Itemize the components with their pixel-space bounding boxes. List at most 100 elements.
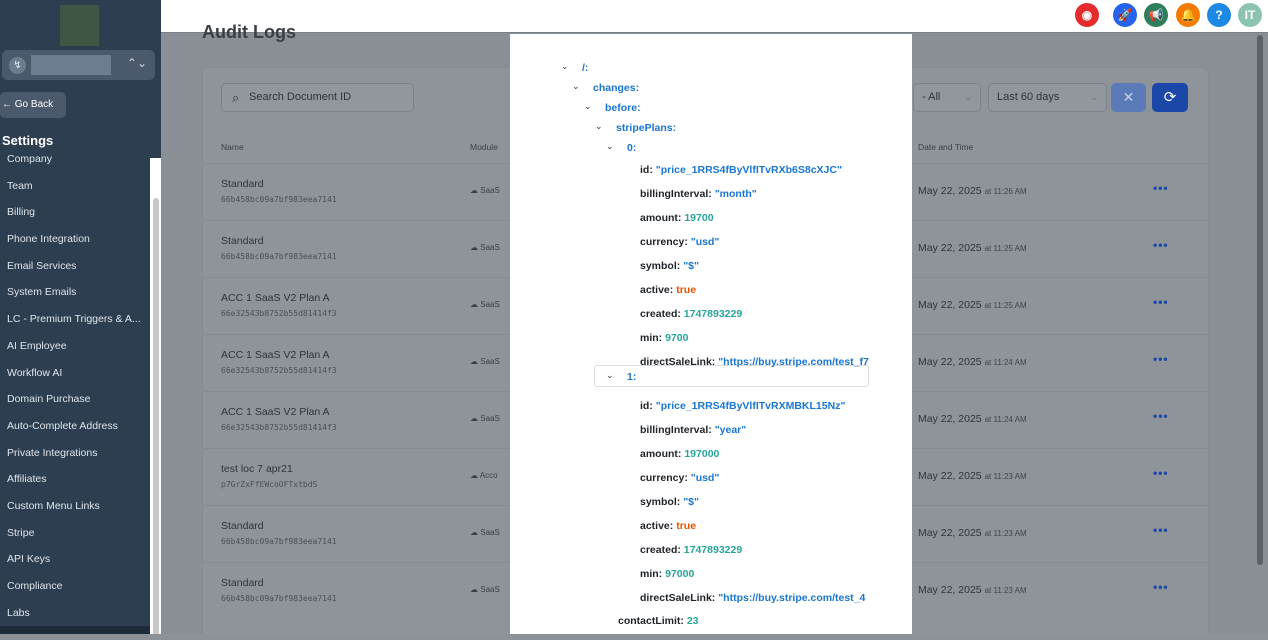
row-date: May 22, 2025 at 11:25 AM bbox=[918, 242, 1027, 254]
sidebar-item-workflow-ai[interactable]: Workflow AI bbox=[7, 366, 63, 379]
sidebar-item-ai-employee[interactable]: AI Employee bbox=[7, 339, 67, 352]
tree-leaf: symbol: "$" bbox=[640, 494, 699, 510]
tree-leaf: symbol: "$" bbox=[640, 258, 699, 274]
chevron-down-icon[interactable]: ⌄ bbox=[595, 121, 603, 131]
sidebar-item-stripe[interactable]: Stripe bbox=[7, 526, 35, 539]
tree-key: symbol: bbox=[640, 260, 681, 272]
chevron-down-icon[interactable]: ⌄ bbox=[606, 141, 614, 151]
tree-leaf: directSaleLink: "https://buy.stripe.com/… bbox=[640, 590, 865, 606]
row-module: ☁ SaaS bbox=[470, 357, 500, 366]
chevron-down-icon[interactable]: ⌄ bbox=[606, 370, 614, 380]
tree-leaf: contactLimit: 23 bbox=[618, 613, 699, 629]
sidebar-item-api-keys[interactable]: API Keys bbox=[7, 553, 51, 566]
row-module-label: SaaS bbox=[480, 186, 500, 195]
sidebar-item-custom-menu-links[interactable]: Custom Menu Links bbox=[7, 499, 100, 512]
page-scrollbar[interactable] bbox=[1253, 33, 1268, 640]
top-bar: ◉ 🚀 📢 🔔? IT bbox=[161, 0, 1268, 33]
row-time-value: at 11:23 AM bbox=[984, 586, 1027, 595]
row-document-name: Standard bbox=[221, 235, 264, 247]
bell-icon[interactable]: 🔔 bbox=[1176, 3, 1200, 27]
location-switcher[interactable]: ↯ ⌃⌄ bbox=[2, 50, 155, 80]
avatar[interactable]: IT bbox=[1238, 3, 1262, 27]
tree-key: before: bbox=[605, 102, 641, 114]
row-date: May 22, 2025 at 11:24 AM bbox=[918, 356, 1027, 368]
sidebar-item-private-integrations[interactable]: Private Integrations bbox=[7, 446, 98, 459]
tree-key: id: bbox=[640, 400, 653, 412]
tree-node[interactable]: before: bbox=[605, 100, 641, 116]
tree-leaf: currency: "usd" bbox=[640, 470, 719, 486]
chevron-down-icon[interactable]: ⌄ bbox=[572, 81, 580, 91]
row-actions-menu[interactable]: ••• bbox=[1153, 238, 1169, 252]
help-icon[interactable]: ? bbox=[1207, 3, 1231, 27]
row-date-value: May 22, 2025 bbox=[918, 299, 982, 311]
row-date-value: May 22, 2025 bbox=[918, 527, 982, 539]
tree-node[interactable]: 1: bbox=[627, 369, 636, 385]
clear-filters-button[interactable]: ✕ bbox=[1111, 83, 1146, 112]
row-document-name: Standard bbox=[221, 520, 264, 532]
tree-key: currency: bbox=[640, 472, 688, 484]
row-module-label: SaaS bbox=[480, 243, 500, 252]
row-date-value: May 22, 2025 bbox=[918, 413, 982, 425]
row-actions-menu[interactable]: ••• bbox=[1153, 409, 1169, 423]
sidebar-item-system-emails[interactable]: System Emails bbox=[7, 286, 77, 299]
tree-node[interactable]: 0: bbox=[627, 140, 636, 156]
megaphone-icon[interactable]: 📢 bbox=[1144, 3, 1168, 27]
row-actions-menu[interactable]: ••• bbox=[1153, 466, 1169, 480]
tree-value: 1747893229 bbox=[683, 544, 743, 556]
tree-value: "usd" bbox=[690, 236, 720, 248]
sidebar-item-lc-premium-triggers-a[interactable]: LC - Premium Triggers & A... bbox=[7, 313, 141, 326]
row-module-label: SaaS bbox=[480, 357, 500, 366]
row-date: May 22, 2025 at 11:26 AM bbox=[918, 185, 1027, 197]
compass-icon[interactable]: ◉ bbox=[1075, 3, 1099, 27]
row-module: ☁ SaaS bbox=[470, 414, 500, 423]
module-filter[interactable]: - All ⌄ bbox=[913, 83, 981, 112]
row-actions-menu[interactable]: ••• bbox=[1153, 352, 1169, 366]
row-document-id: 66e32543b8752b55d81414f3 bbox=[221, 309, 337, 318]
tree-value: true bbox=[676, 520, 697, 532]
tree-leaf: id: "price_1RRS4fByVlfITvRXMBKL15Nz" bbox=[640, 398, 845, 414]
sidebar-item-labs[interactable]: Labs bbox=[7, 606, 30, 619]
tree-value: 19700 bbox=[684, 212, 714, 224]
cloud-icon: ☁ bbox=[470, 300, 481, 309]
tree-node[interactable]: changes: bbox=[593, 80, 639, 96]
tree-key: contactLimit: bbox=[618, 615, 684, 627]
sidebar-item-team[interactable]: Team bbox=[7, 179, 33, 192]
tree-value: "https://buy.stripe.com/test_f7 bbox=[718, 356, 869, 368]
selected-tree-node bbox=[594, 365, 869, 387]
sidebar-item-company[interactable]: Company bbox=[7, 153, 52, 165]
sidebar-item-compliance[interactable]: Compliance bbox=[7, 580, 63, 592]
row-actions-menu[interactable]: ••• bbox=[1153, 181, 1169, 195]
tree-node[interactable]: /: bbox=[582, 60, 588, 76]
row-actions-menu[interactable]: ••• bbox=[1153, 523, 1169, 537]
sidebar-item-billing[interactable]: Billing bbox=[7, 206, 36, 219]
row-document-id: 66e32543b8752b55d81414f3 bbox=[221, 423, 337, 432]
row-actions-menu[interactable]: ••• bbox=[1153, 295, 1169, 309]
tree-value: 23 bbox=[686, 615, 699, 627]
sidebar-item-auto-complete-address[interactable]: Auto-Complete Address bbox=[7, 419, 118, 432]
chevron-down-icon[interactable]: ⌄ bbox=[561, 61, 569, 71]
row-actions-menu[interactable]: ••• bbox=[1153, 580, 1169, 594]
module-filter-value: - All bbox=[922, 91, 941, 103]
row-document-name: test loc 7 apr21 bbox=[221, 463, 293, 475]
date-range-filter[interactable]: Last 60 days ⌄ bbox=[988, 83, 1107, 112]
sidebar-item-phone-integration[interactable]: Phone Integration bbox=[7, 233, 90, 246]
tree-value: 9700 bbox=[665, 332, 689, 344]
tree-node[interactable]: stripePlans: bbox=[616, 120, 676, 136]
tree-key: created: bbox=[640, 308, 681, 320]
tree-value: true bbox=[676, 284, 697, 296]
sidebar-scrollbar[interactable] bbox=[150, 158, 161, 640]
sidebar-item-email-services[interactable]: Email Services bbox=[7, 259, 77, 272]
search-input[interactable]: ⌕ Search Document ID bbox=[221, 83, 414, 112]
row-document-id: p7GrZxFfEWcoOFTxtbdS bbox=[221, 480, 318, 489]
rocket-icon[interactable]: 🚀 bbox=[1113, 3, 1137, 27]
sidebar-item-affiliates[interactable]: Affiliates bbox=[7, 473, 47, 486]
go-back-button[interactable]: ← Go Back bbox=[0, 92, 66, 118]
tree-leaf: directSaleLink: "https://buy.stripe.com/… bbox=[640, 354, 869, 370]
row-date: May 22, 2025 at 11:23 AM bbox=[918, 527, 1027, 539]
tree-leaf: min: 97000 bbox=[640, 566, 694, 582]
chevron-down-icon[interactable]: ⌄ bbox=[584, 101, 592, 111]
refresh-button[interactable]: ⟳ bbox=[1152, 83, 1188, 112]
sidebar-item-domain-purchase[interactable]: Domain Purchase bbox=[7, 393, 91, 406]
